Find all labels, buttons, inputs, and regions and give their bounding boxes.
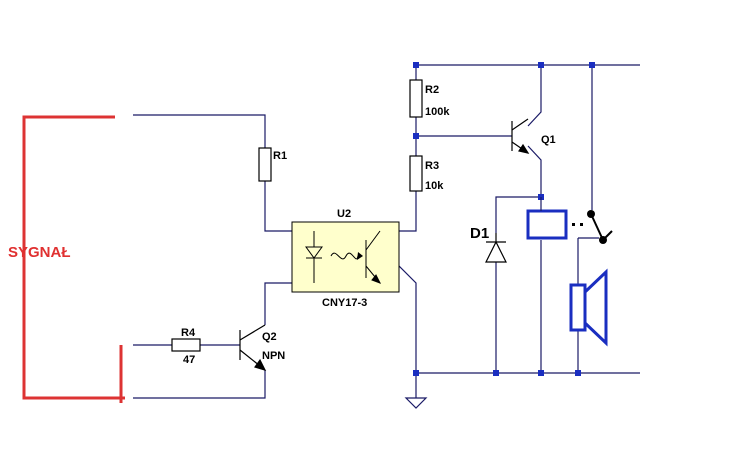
resistor-r4-name: R4 xyxy=(181,327,196,339)
transistor-q2-icon xyxy=(239,324,267,371)
resistor-r2-name: R2 xyxy=(425,84,439,96)
diode-d1-name: D1 xyxy=(470,225,489,242)
junction-dot xyxy=(575,370,581,376)
transistor-q1: Q1 xyxy=(511,118,556,154)
relay-switch-icon xyxy=(578,210,613,244)
speaker-icon xyxy=(569,268,608,347)
wire-q2-emitter xyxy=(133,370,266,399)
diode-d1: D1 xyxy=(470,225,507,263)
optocoupler-led-icon xyxy=(305,231,323,283)
resistor-r1-name: R1 xyxy=(273,150,287,162)
optocoupler-phototransistor-icon xyxy=(365,230,382,284)
signal-bracket xyxy=(22,115,125,403)
junction-dot xyxy=(413,370,419,376)
junction-dot xyxy=(413,62,419,68)
resistor-r3: R3 10k xyxy=(409,155,444,192)
relay xyxy=(526,197,613,244)
signal-label: SYGNAŁ xyxy=(8,244,71,261)
bracket-top xyxy=(22,115,125,400)
resistor-r2-value: 100k xyxy=(425,106,450,118)
speaker-body xyxy=(569,283,587,332)
resistor-r4-body xyxy=(171,338,201,352)
junction-dot xyxy=(538,370,544,376)
junction-dot xyxy=(589,62,595,68)
transistor-q1-icon xyxy=(511,118,530,154)
optocoupler-ref: U2 xyxy=(337,208,351,220)
wire-relay-diode xyxy=(495,196,541,233)
resistor-r1-body xyxy=(258,147,272,182)
resistor-r3-value: 10k xyxy=(425,180,444,192)
junction-dot xyxy=(538,62,544,68)
wire-supply-q1 xyxy=(527,65,542,127)
resistor-r4: R4 47 xyxy=(171,327,201,366)
transistor-q2-name: Q2 xyxy=(262,331,277,343)
relay-coil xyxy=(526,209,568,240)
wire-signal-top xyxy=(133,114,266,148)
transistor-q2-type: NPN xyxy=(262,350,285,362)
optocoupler-part: CNY17-3 xyxy=(322,297,367,309)
optocoupler-u2: U2 CNY17-3 xyxy=(291,208,400,309)
resistor-r4-value: 47 xyxy=(183,354,195,366)
diode-d1-icon xyxy=(485,233,507,263)
light-coupling-icon xyxy=(330,252,359,260)
resistor-r1: R1 xyxy=(258,147,287,182)
junction-dot xyxy=(493,370,499,376)
transistor-q1-name: Q1 xyxy=(541,134,556,146)
resistor-r2-body xyxy=(409,79,423,118)
resistor-r2: R2 100k xyxy=(409,79,450,118)
light-arrow-icon xyxy=(357,252,363,260)
resistor-r3-body xyxy=(409,155,423,192)
ground-icon xyxy=(404,397,428,409)
resistor-r3-name: R3 xyxy=(425,160,439,172)
junction-dot xyxy=(413,133,419,139)
transistor-q2: Q2 NPN xyxy=(239,324,285,371)
speaker-cone xyxy=(583,268,608,347)
relay-link-dots xyxy=(572,223,583,226)
wire-q1-relay xyxy=(527,145,542,197)
